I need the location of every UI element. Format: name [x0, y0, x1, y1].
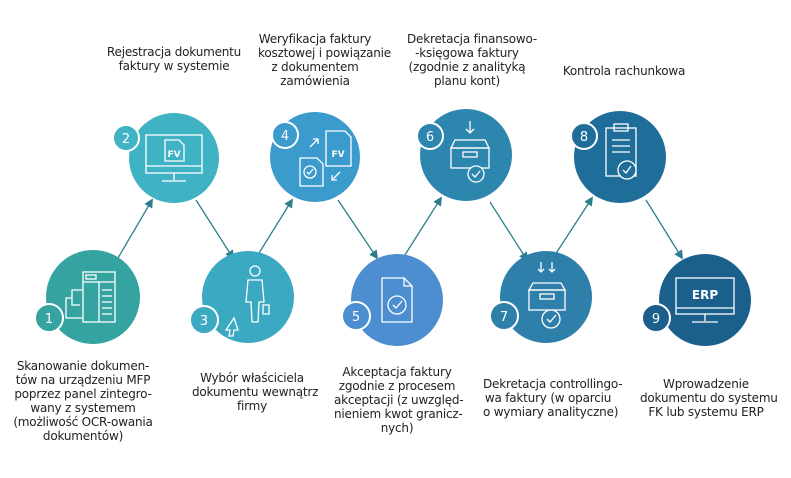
step-7-label-line: o wymiary analityczne): [483, 405, 619, 419]
step-3-circle: [202, 251, 294, 343]
step-5: 5: [341, 254, 443, 346]
step-6-label-line: Dekretacja finansowo-: [407, 32, 538, 46]
step-4-label-line: z dokumentem: [271, 60, 359, 74]
mfp-printer-icon: [65, 271, 116, 323]
step-3: 3: [189, 251, 294, 343]
monitor-fv-icon: [145, 134, 203, 182]
document-check-icon: [381, 277, 413, 323]
step-7-number: 7: [500, 310, 508, 325]
step-9-number: 9: [652, 312, 660, 327]
step-1-label-line: wany z systemem: [30, 401, 136, 415]
connector-5-6: [402, 196, 442, 259]
step-1-circle: [46, 250, 140, 344]
step-6-badge: [416, 122, 444, 150]
step-2: FV 2: [112, 113, 219, 203]
step-6-label-line: -księgowa faktury: [415, 46, 519, 60]
step-2-label-line: Rejestracja dokumentu: [106, 45, 242, 59]
step-6: 6: [416, 109, 512, 201]
step-5-number: 5: [352, 310, 360, 325]
tray-arrows-check-icon: [527, 262, 567, 329]
step-7-label-line: Dekretacja controllingo-: [483, 377, 623, 391]
step-2-badge: [112, 124, 140, 152]
step-7: 7: [489, 251, 592, 343]
step-6-label-line: (zgodnie z analityką: [408, 60, 526, 74]
step-4: FV 4: [270, 112, 360, 202]
step-4-label-line: kosztowej i powiązanie: [258, 46, 391, 60]
step-9-badge: [641, 303, 671, 333]
step-8: 8: [570, 111, 666, 203]
step-5-label-line: Akceptacja faktury: [342, 365, 452, 379]
step-3-number: 3: [200, 314, 208, 329]
monitor-erp-label: ERP: [692, 288, 718, 302]
connectors: [117, 196, 683, 262]
step-4-label-line: Weryfikacja faktury: [258, 32, 372, 46]
step-1-badge: [34, 303, 64, 333]
step-2-number: 2: [122, 132, 130, 147]
step-5-badge: [341, 301, 371, 331]
step-3-label-line: dokumentu wewnątrz: [192, 385, 319, 399]
step-4-number: 4: [281, 129, 289, 144]
step-3-badge: [189, 305, 219, 335]
step-5-circle: [351, 254, 443, 346]
monitor-fv-label: FV: [167, 150, 180, 160]
connector-7-8: [552, 196, 593, 259]
step-6-label: Dekretacja finansowo--księgowa faktury(z…: [407, 32, 538, 88]
connector-3-4: [255, 198, 293, 259]
document-exchange-fv-icon: [299, 130, 352, 187]
step-6-label-line: planu kont): [434, 74, 500, 88]
step-9: ERP 9: [641, 254, 751, 346]
step-8-badge: [570, 122, 598, 150]
step-5-label-line: nych): [380, 421, 414, 435]
step-7-label-line: wa faktury (w oparciu: [484, 391, 612, 405]
step-6-number: 6: [426, 130, 434, 145]
step-9-label-line: Wprowadzenie: [663, 377, 749, 391]
step-8-number: 8: [580, 130, 588, 145]
step-7-badge: [489, 301, 519, 331]
document-fv-label: FV: [331, 150, 344, 160]
step-1-label-line: tów na urządzeniu MFP: [15, 373, 151, 387]
connector-1-2: [117, 198, 153, 259]
tray-arrow-check-icon: [449, 121, 491, 183]
step-3-label-line: firmy: [236, 399, 268, 413]
person-cursor-icon: [224, 265, 270, 337]
step-1-label-line: Skanowanie dokumen-: [16, 359, 150, 373]
step-8-label: Kontrola rachunkowa: [560, 64, 688, 78]
step-3-label-line: Wybór właściciela: [200, 371, 304, 385]
step-2-label-line: faktury w systemie: [118, 59, 230, 73]
connector-8-9: [645, 199, 683, 260]
step-7-label: Dekretacja controllingo-wa faktury (w op…: [483, 377, 623, 419]
step-1: 1: [34, 250, 140, 344]
monitor-erp-icon: [675, 277, 735, 323]
connector-6-7: [489, 201, 528, 262]
step-4-label-line: zamówienia: [280, 74, 350, 88]
connector-4-5: [337, 199, 379, 260]
step-9-label-line: FK lub systemu ERP: [648, 405, 764, 419]
step-1-label: Skanowanie dokumen-tów na urządzeniu MFP…: [8, 359, 158, 443]
step-5-label-line: nieniem kwot granicz-: [334, 407, 463, 421]
step-9-circle: [659, 254, 751, 346]
step-1-label-line: (możliwość OCR-owania: [13, 415, 153, 429]
step-5-label-line: zgodnie z procesem: [338, 379, 456, 393]
connector-2-3: [195, 199, 234, 260]
step-1-label-line: dokumentów): [42, 429, 124, 443]
step-5-label-line: akceptacji (z uwzględ-: [334, 393, 464, 407]
step-8-label-line: Kontrola rachunkowa: [562, 64, 686, 78]
step-9-label-line: dokumentu do systemu: [640, 391, 778, 405]
step-1-label-line: poprzez panel zintegro-: [14, 387, 152, 401]
step-4-badge: [271, 121, 299, 149]
step-7-circle: [500, 251, 592, 343]
clipboard-check-icon: [605, 123, 637, 180]
step-1-number: 1: [45, 312, 53, 327]
